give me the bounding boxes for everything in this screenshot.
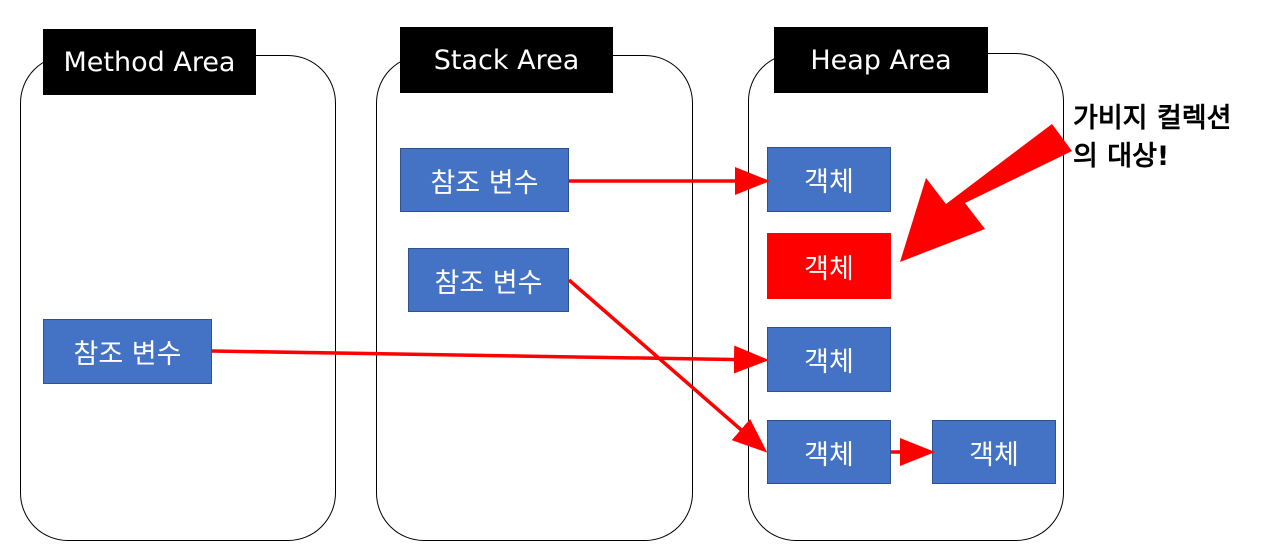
heap-object-1: 객체 <box>767 147 891 212</box>
heap-object-3: 객체 <box>767 327 891 392</box>
method-area-panel <box>20 55 336 541</box>
method-area-label: Method Area <box>43 29 256 95</box>
arrow-stack2-to-object4 <box>567 278 768 453</box>
stack-ref-variable-2: 참조 변수 <box>408 248 569 312</box>
heap-area-label: Heap Area <box>774 27 988 93</box>
stack-ref-variable-1: 참조 변수 <box>400 148 569 212</box>
heap-object-4: 객체 <box>767 420 891 484</box>
heap-object-5: 객체 <box>932 420 1056 484</box>
garbage-note-line-2: 의 대상! <box>1073 141 1170 172</box>
heap-object-garbage: 객체 <box>767 233 891 299</box>
method-ref-variable: 참조 변수 <box>43 319 212 384</box>
garbage-collection-note: 가비지 컬렉션 의 대상! <box>1073 100 1273 176</box>
garbage-pointer-arrow <box>900 124 1072 262</box>
arrow-method-to-object3 <box>211 345 769 374</box>
stack-area-label: Stack Area <box>400 27 613 93</box>
garbage-note-line-1: 가비지 컬렉션 <box>1073 103 1232 134</box>
